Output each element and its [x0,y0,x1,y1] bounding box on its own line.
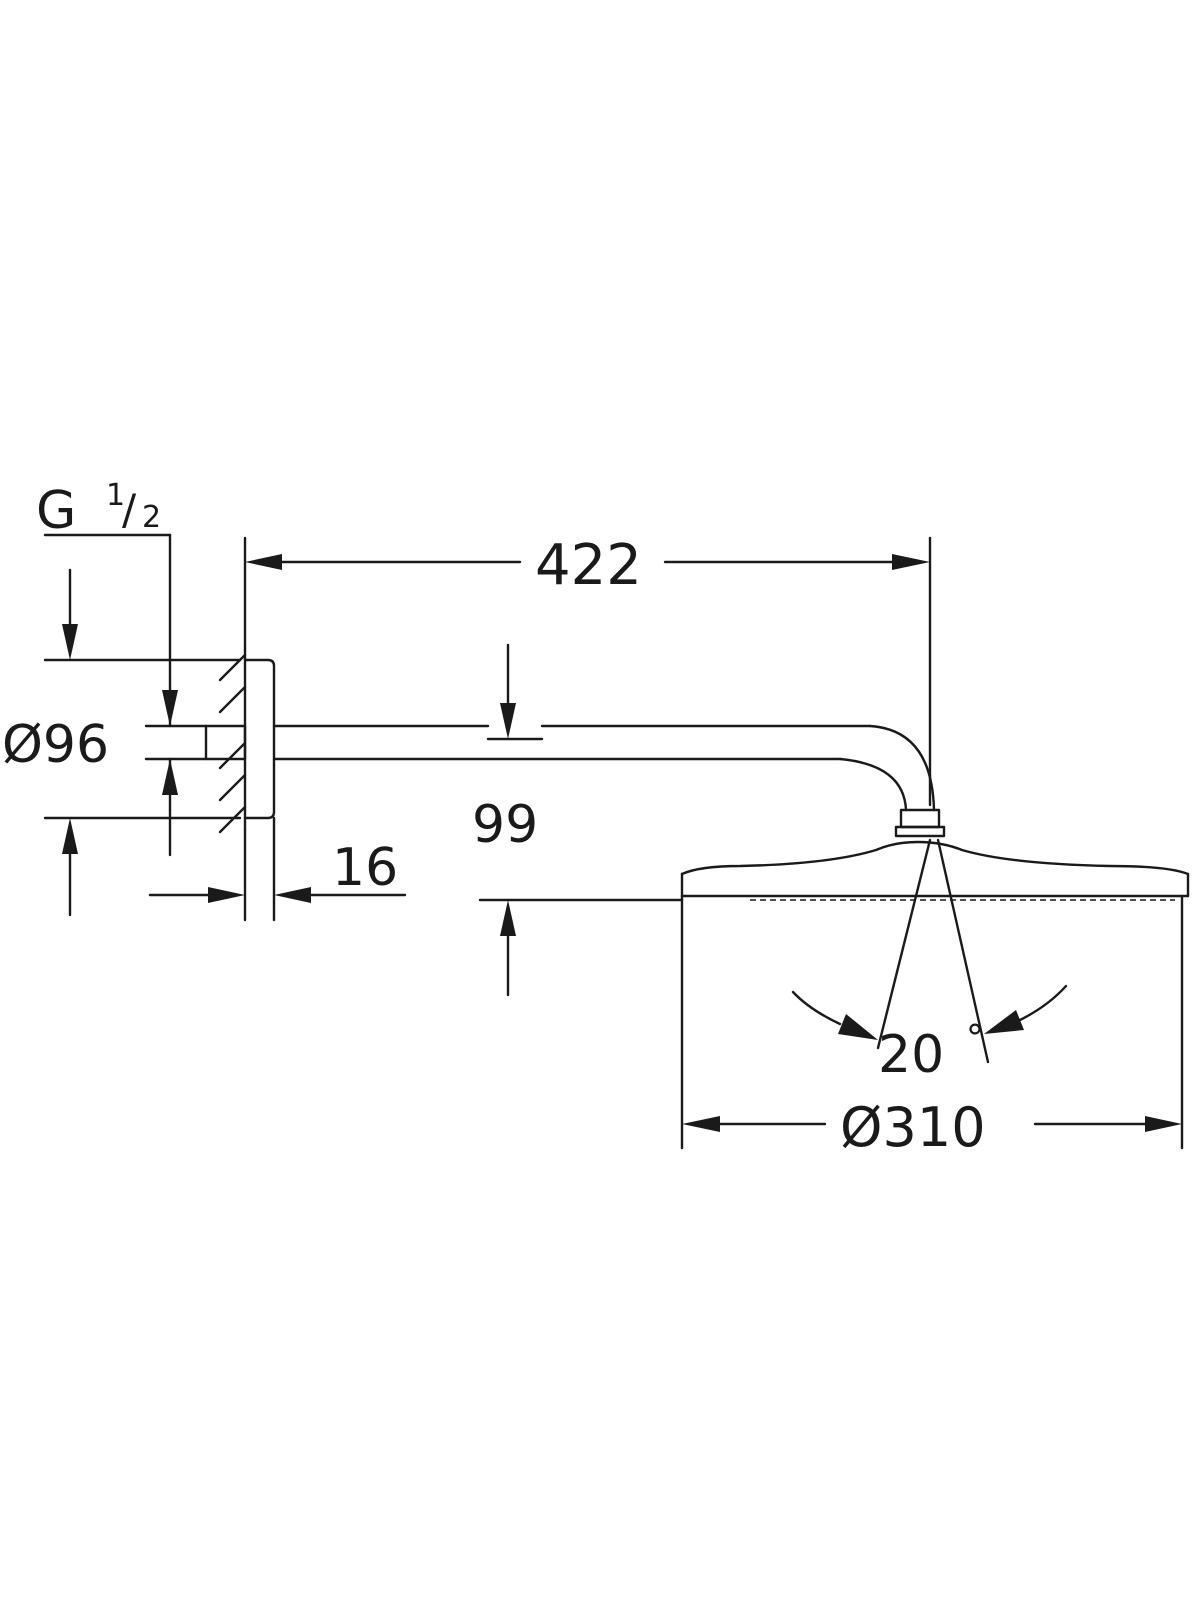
thread-label: G [36,481,76,541]
thread-fraction-numerator: 1 [106,478,125,513]
arm-height-dimension [478,643,684,997]
arm-length-label: 422 [535,533,642,598]
flange-diameter-dimension [43,568,242,917]
shower-arm [272,724,936,812]
arm-height-label: 99 [472,795,538,855]
thread-fraction-slash: / [122,485,137,534]
swivel-angle-degree: ° [966,1018,984,1059]
head-diameter-label: Ø310 [840,1096,986,1159]
swivel-angle-label: 20 [878,1025,944,1085]
thread-fraction-denominator: 2 [142,500,161,535]
flange-depth-dimension [148,816,407,922]
wall-flange [204,646,276,834]
arm-length-dimension [243,536,932,807]
flange-depth-label: 16 [332,838,398,898]
head-diameter-dimension [680,894,1184,1150]
flange-diameter-label: Ø96 [2,715,109,775]
shower-head [680,808,1190,901]
swivel-angle-dimension [791,838,1068,1064]
